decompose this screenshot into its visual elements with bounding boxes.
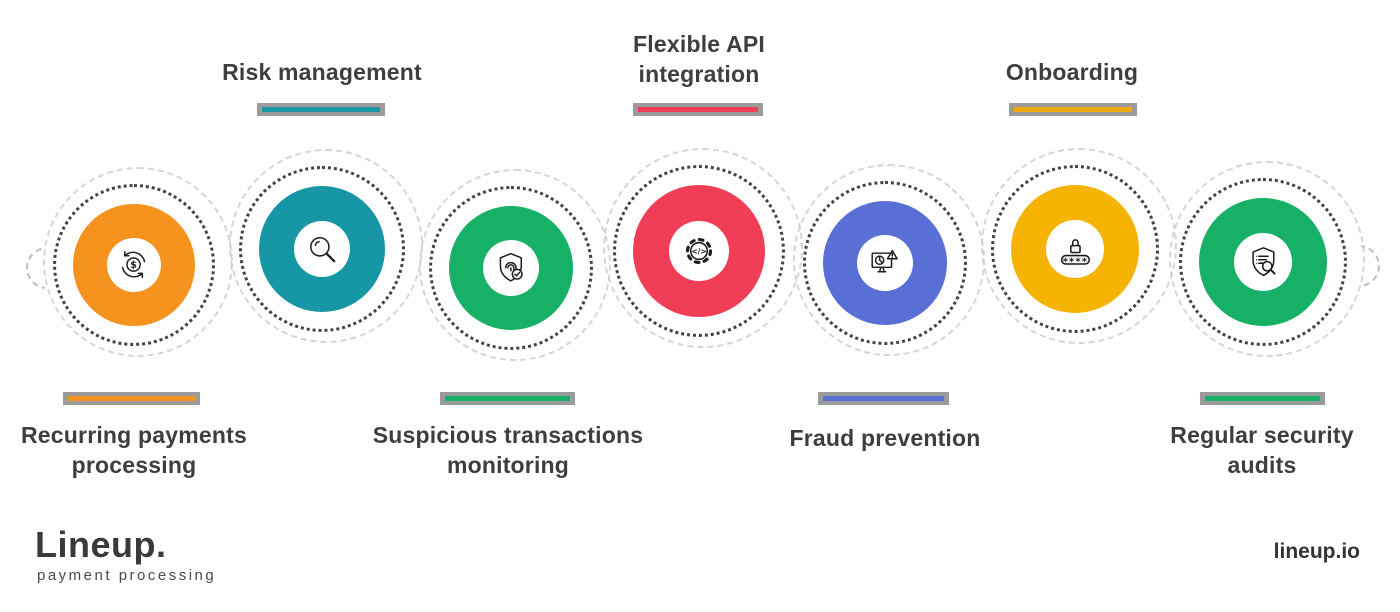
accent-underline	[257, 103, 385, 116]
step-label: Fraud prevention	[789, 425, 981, 451]
step-circle	[449, 206, 573, 330]
step-recurring-payments: $	[43, 167, 233, 357]
shield-fingerprint-icon	[499, 253, 523, 282]
step-circle	[1199, 198, 1327, 326]
dollar-cycle-icon: $	[122, 251, 146, 279]
step-label: Onboarding	[1005, 59, 1139, 85]
step-risk-management	[229, 149, 423, 343]
accent-underline	[440, 392, 575, 405]
left-connector-arc	[26, 247, 45, 289]
shield-audit-icon	[1251, 246, 1276, 276]
step-label: Regular security audits	[1170, 422, 1354, 479]
step-label: Flexible API integration	[633, 31, 765, 88]
step-label: Suspicious transactions monitoring	[372, 422, 644, 479]
right-connector-arc	[1361, 245, 1380, 287]
step-fraud-prevention	[793, 164, 985, 356]
step-security-audits	[1169, 161, 1365, 357]
accent-underline	[63, 392, 200, 405]
magnifier-icon	[309, 236, 336, 263]
gear-code-icon: </>	[685, 237, 713, 265]
svg-text:</>: </>	[691, 247, 706, 256]
password-icon: ****	[1060, 238, 1090, 267]
accent-underline	[818, 392, 949, 405]
step-api-integration: </>	[603, 148, 803, 348]
monitor-alert-icon	[871, 249, 899, 273]
accent-underline	[1009, 103, 1137, 116]
brand-logo: Lineup.	[35, 524, 167, 565]
step-label: Risk management	[222, 59, 422, 85]
website-link: lineup.io	[1273, 540, 1360, 563]
step-circle	[823, 201, 947, 325]
svg-text:****: ****	[1062, 256, 1087, 267]
accent-underline	[1200, 392, 1325, 405]
step-circle: </>	[633, 185, 765, 317]
step-circle: $	[73, 204, 195, 326]
step-suspicious-monitoring	[419, 169, 611, 361]
brand-tagline: payment processing	[37, 567, 217, 584]
step-circle	[259, 186, 385, 312]
svg-text:$: $	[131, 260, 138, 271]
step-label: Recurring payments processing	[21, 422, 247, 479]
step-onboarding: ****	[981, 148, 1177, 344]
accent-underline	[633, 103, 763, 116]
step-circle: ****	[1011, 185, 1139, 313]
